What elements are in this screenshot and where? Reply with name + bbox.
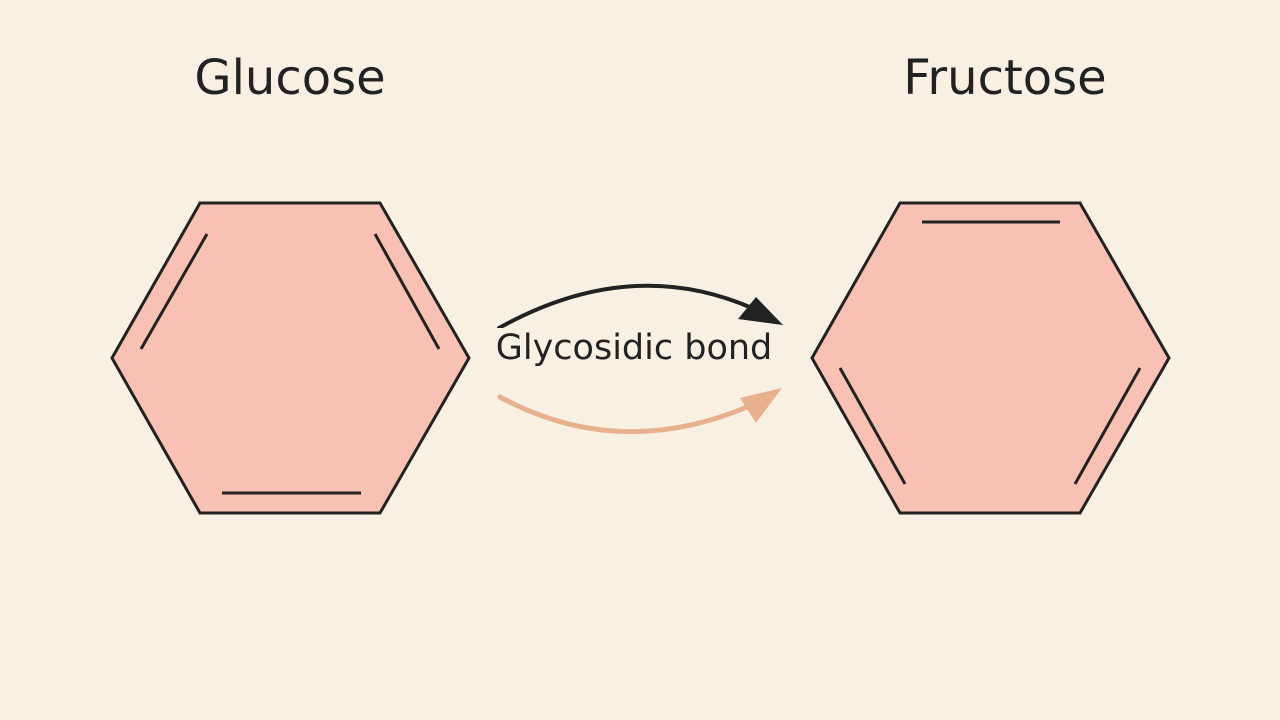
arrow-top-shaft [497,283,754,330]
glucose-title: Glucose [194,50,386,106]
glucose-ring [110,201,471,515]
fructose-hexagon [810,201,1171,515]
glycosidic-bond-label: Glycosidic bond [491,328,777,368]
glucose-hexagon [110,201,471,515]
arrow-top-head [738,297,783,325]
fructose-double-bond-lower-right [1073,367,1142,485]
fructose-ring [810,201,1171,515]
arrow-bottom-shaft [497,394,755,435]
glucose-double-bond-upper-left [139,233,209,350]
arrow-top [497,283,783,330]
fructose-double-bond-lower-left [838,367,907,485]
fructose-title: Fructose [903,50,1107,106]
arrow-bottom-head [740,388,782,423]
glucose-double-bond-upper-right [373,233,441,350]
arrow-bottom [497,388,782,435]
